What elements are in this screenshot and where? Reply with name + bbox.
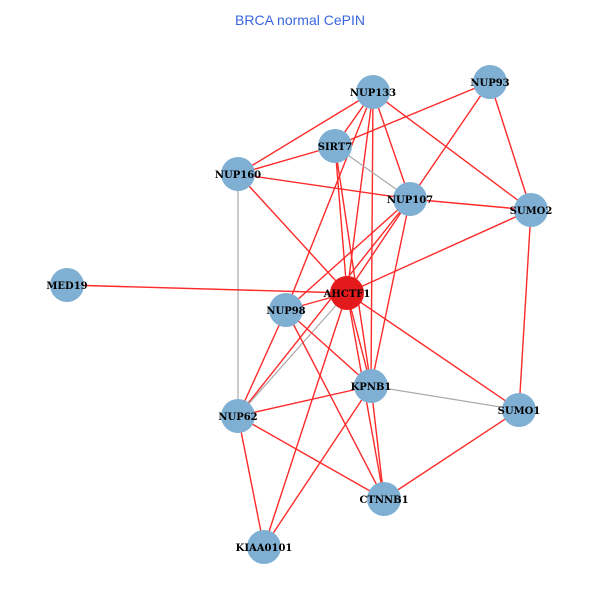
- edge-nup107-nup62: [237, 198, 411, 417]
- edge-nup93-sumo2: [489, 81, 532, 211]
- node-label: CTNNB1: [359, 495, 408, 506]
- node-med19[interactable]: MED19: [46, 268, 88, 302]
- node-nup62[interactable]: NUP62: [218, 399, 258, 433]
- node-label: AHCTF1: [323, 289, 371, 300]
- node-nup107[interactable]: NUP107: [387, 182, 433, 216]
- edge-med19-ahctf1: [66, 284, 348, 294]
- node-ctnnb1[interactable]: CTNNB1: [359, 482, 409, 516]
- edge-nup93-sirt7: [334, 81, 491, 147]
- node-nup160[interactable]: NUP160: [215, 157, 261, 191]
- edge-ahctf1-kiaa0101: [263, 292, 348, 548]
- edge-nup133-kpnb1: [370, 91, 374, 387]
- edge-ahctf1-sumo1: [346, 292, 520, 411]
- node-ahctf1[interactable]: AHCTF1: [323, 276, 371, 310]
- node-label: SUMO1: [498, 406, 541, 417]
- edge-sumo2-sumo1: [518, 209, 532, 411]
- edge-sirt7-ahctf1: [334, 145, 348, 294]
- edge-nup62-ctnnb1: [237, 415, 385, 500]
- node-nup93[interactable]: NUP93: [470, 65, 510, 99]
- node-label: SUMO2: [510, 206, 553, 217]
- edge-nup98-ctnnb1: [285, 309, 385, 500]
- chart-title: BRCA normal CePIN: [235, 12, 365, 28]
- edge-nup133-sumo2: [372, 91, 532, 211]
- node-sumo2[interactable]: SUMO2: [510, 193, 553, 227]
- edge-nup133-nup160: [237, 91, 374, 175]
- node-nup133[interactable]: NUP133: [350, 75, 396, 109]
- node-circle: [367, 482, 401, 516]
- edge-nup160-ahctf1: [237, 173, 348, 294]
- node-nup98[interactable]: NUP98: [266, 293, 306, 327]
- node-circle: [221, 399, 255, 433]
- edge-nup107-kpnb1: [370, 198, 411, 387]
- edge-ahctf1-nup62: [237, 292, 348, 417]
- edge-nup160-nup107: [237, 173, 411, 200]
- edge-kpnb1-kiaa0101: [263, 385, 372, 548]
- node-kiaa0101[interactable]: KIAA0101: [236, 530, 293, 564]
- edge-nup133-nup107: [372, 91, 411, 200]
- edge-nup133-nup98: [285, 91, 374, 311]
- node-label: NUP62: [218, 412, 257, 423]
- node-circle: [514, 193, 548, 227]
- node-circle: [473, 65, 507, 99]
- edge-nup98-nup62: [237, 309, 287, 417]
- node-circle: [330, 276, 364, 310]
- node-circle: [354, 369, 388, 403]
- node-circle: [393, 182, 427, 216]
- edge-sumo2-ahctf1: [346, 209, 532, 294]
- node-label: NUP93: [470, 78, 509, 89]
- node-kpnb1[interactable]: KPNB1: [351, 369, 392, 403]
- node-sirt7[interactable]: SIRT7: [318, 129, 352, 163]
- nodes-layer: NUP133 NUP93SIRT7NUP160NUP107SUMO2MED19AH…: [46, 65, 552, 564]
- edge-nup62-kiaa0101: [237, 415, 265, 548]
- node-circle: [50, 268, 84, 302]
- node-label: MED19: [46, 281, 87, 292]
- node-circle: [356, 75, 390, 109]
- node-circle: [502, 393, 536, 427]
- node-label: SIRT7: [318, 142, 352, 153]
- edge-kpnb1-nup62: [237, 385, 372, 417]
- node-label: NUP133: [350, 88, 396, 99]
- edge-kpnb1-sumo1: [370, 385, 520, 411]
- node-sumo1[interactable]: SUMO1: [498, 393, 541, 427]
- edge-nup107-sumo2: [409, 198, 532, 211]
- edge-nup98-kpnb1: [285, 309, 372, 387]
- node-label: KIAA0101: [236, 543, 293, 554]
- node-label: NUP160: [215, 170, 261, 181]
- node-circle: [318, 129, 352, 163]
- node-label: NUP98: [266, 306, 305, 317]
- edge-nup93-nup107: [409, 81, 491, 200]
- node-label: KPNB1: [351, 382, 392, 393]
- node-circle: [247, 530, 281, 564]
- node-label: NUP107: [387, 195, 433, 206]
- edge-kpnb1-ctnnb1: [370, 385, 385, 500]
- edge-sumo1-ctnnb1: [383, 409, 520, 500]
- node-circle: [269, 293, 303, 327]
- edge-sirt7-kpnb1: [334, 145, 372, 387]
- node-circle: [221, 157, 255, 191]
- edge-nup107-ahctf1: [346, 198, 411, 294]
